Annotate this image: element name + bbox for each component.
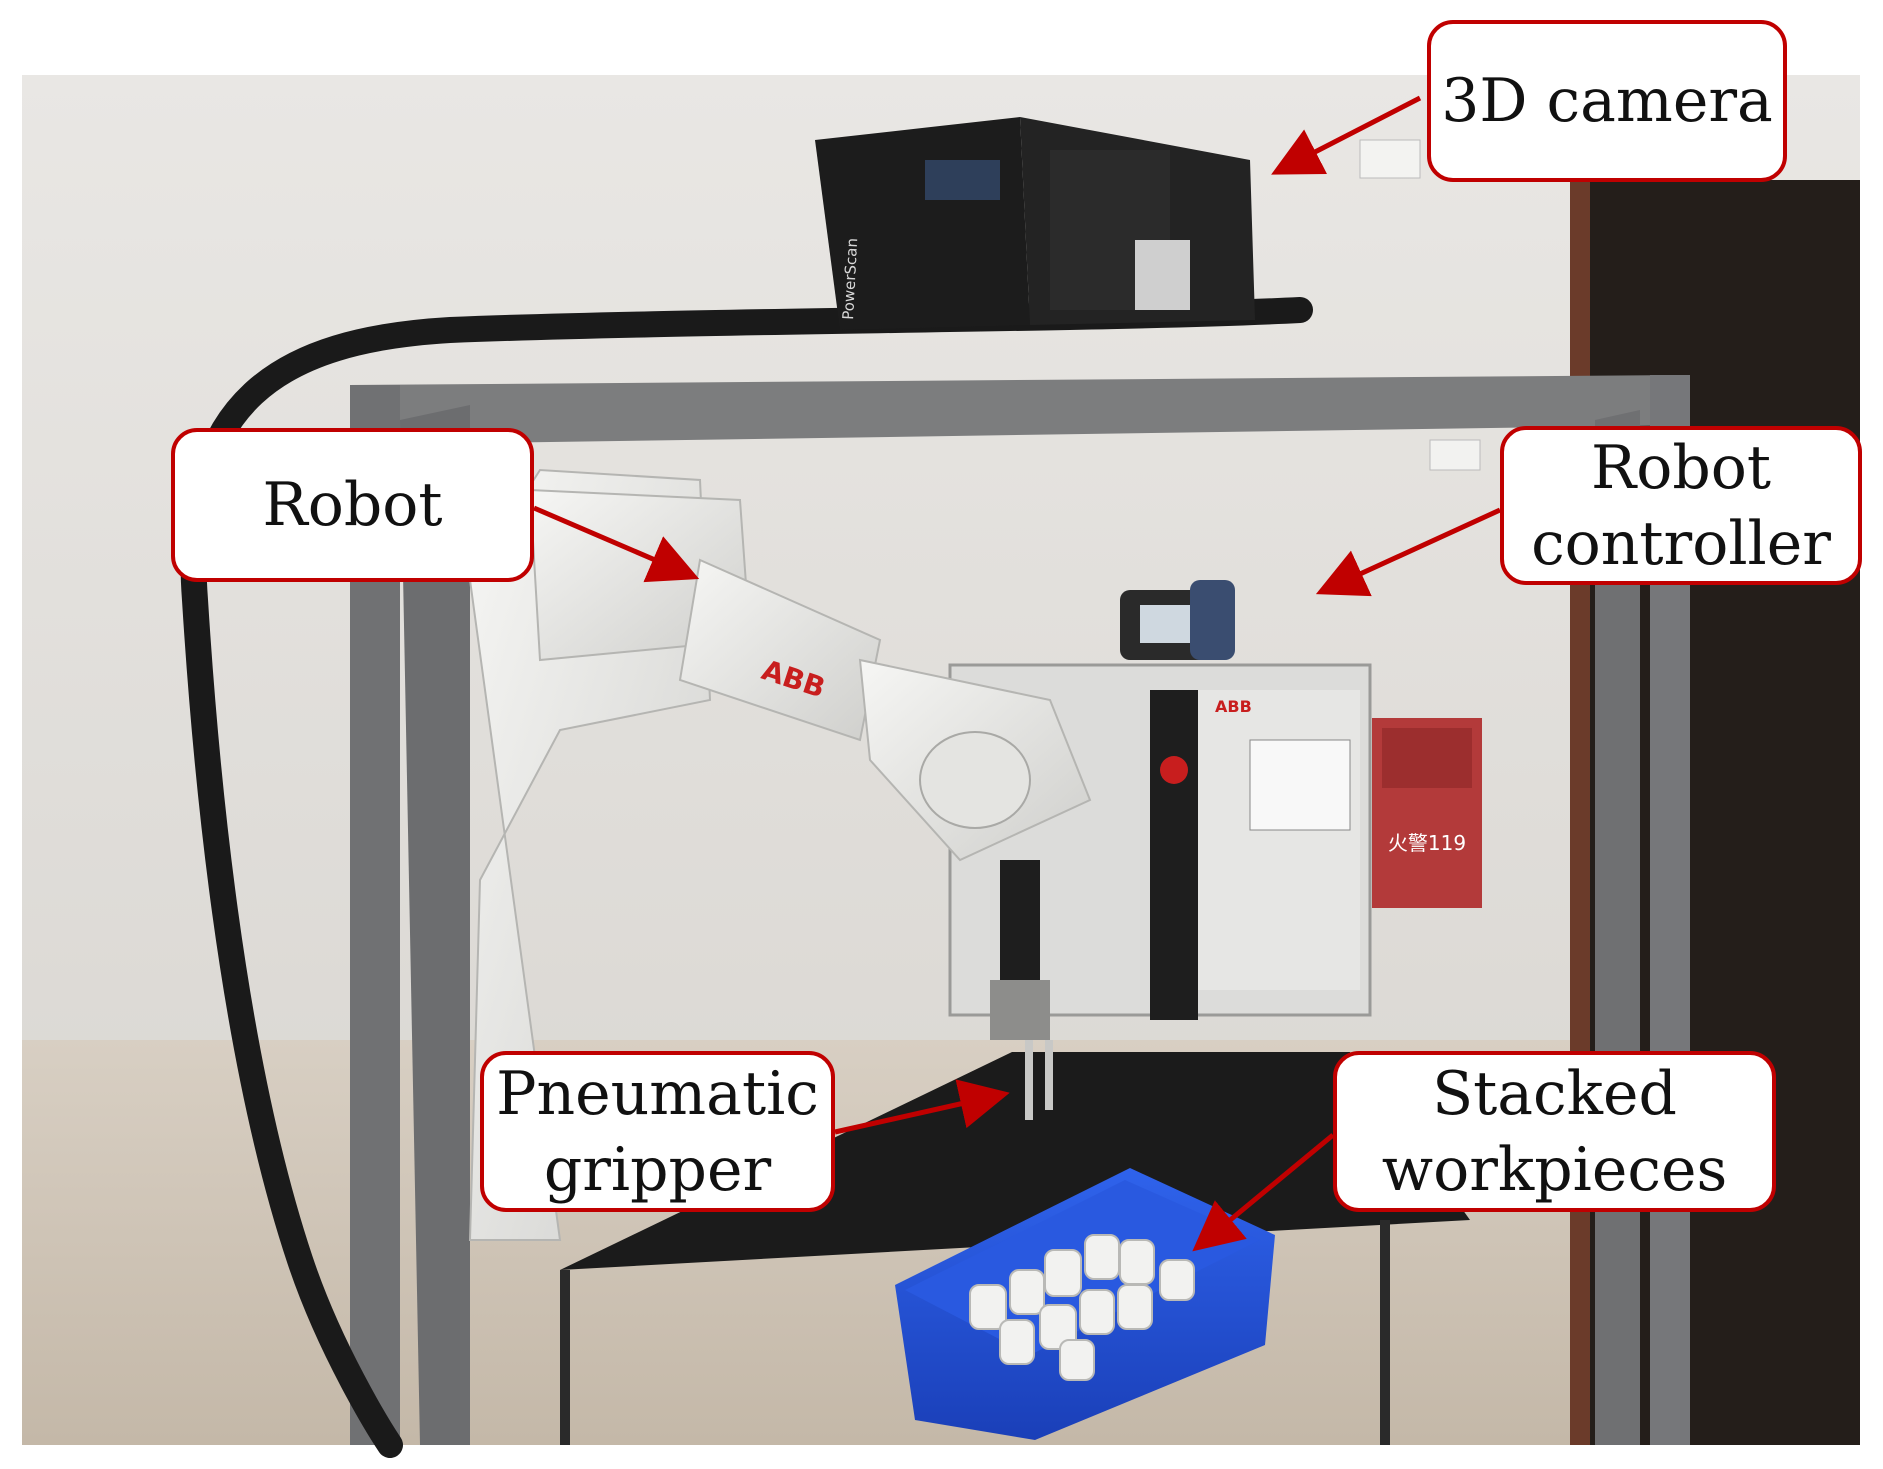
3d-camera: PowerScan [815, 117, 1255, 330]
callout-robot-text: Robot [262, 470, 443, 540]
callout-stacked-workpieces: Stacked workpieces [1333, 1051, 1776, 1212]
arrow-robot [533, 505, 700, 583]
callout-pneumatic-gripper: Pneumatic gripper [480, 1051, 835, 1212]
callout-3d-camera: 3D camera [1427, 20, 1787, 182]
arrow-workpieces [1192, 1133, 1335, 1252]
callout-gripper-line1: Pneumatic [496, 1058, 819, 1129]
callout-workpieces-line1: Stacked [1432, 1058, 1677, 1129]
callout-controller-line2: controller [1531, 508, 1831, 579]
callout-robot-controller: Robot controller [1500, 426, 1862, 585]
arrow-gripper [834, 1079, 1010, 1135]
camera-model-label: PowerScan [839, 238, 861, 321]
arrow-camera [1271, 95, 1422, 175]
callout-workpieces-line2: workpieces [1381, 1134, 1728, 1205]
blue-bin [895, 1168, 1275, 1440]
fire-extinguisher-box: 火警119 [1372, 718, 1482, 908]
abb-robot: ABB [468, 468, 1092, 1241]
arrow-controller [1315, 507, 1502, 597]
fire-box-label: 火警119 [1388, 831, 1466, 855]
callout-3d-camera-text: 3D camera [1441, 66, 1773, 136]
controller-brand: ABB [1215, 697, 1252, 716]
callout-gripper-line2: gripper [543, 1134, 772, 1205]
workpieces [969, 1234, 1195, 1381]
callout-arrows [533, 95, 1502, 1252]
callout-robot: Robot [171, 428, 534, 582]
callout-controller-line1: Robot [1591, 432, 1771, 503]
